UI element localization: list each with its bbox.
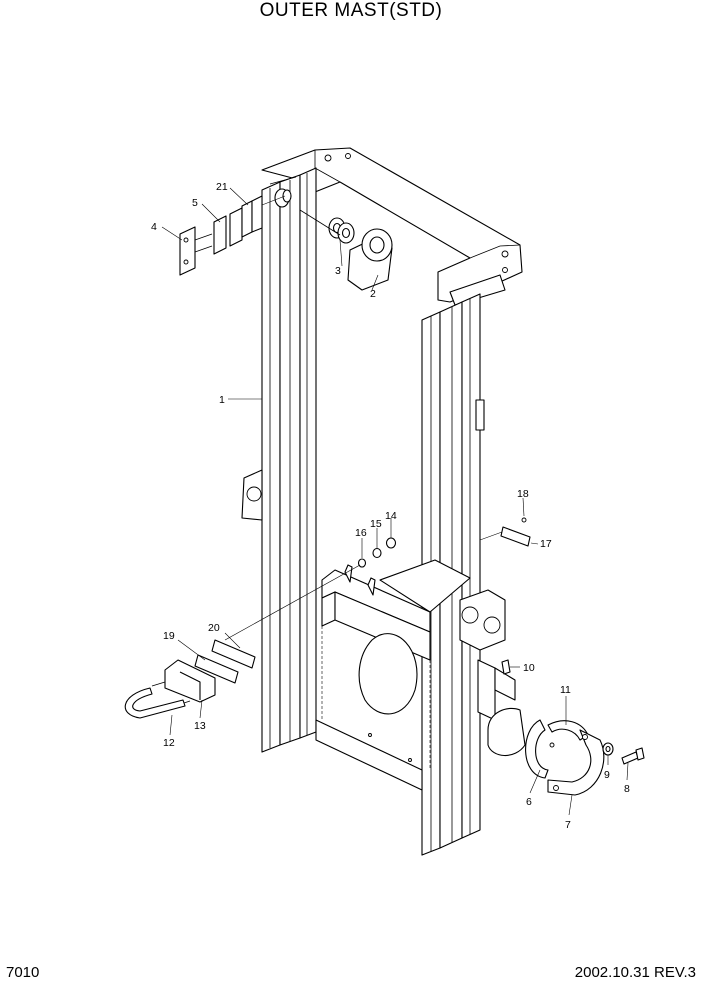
callout-21: 21 [216, 181, 228, 193]
callout-15: 15 [370, 518, 382, 530]
outer-mast-frame [241, 147, 526, 856]
callout-17: 17 [540, 538, 552, 550]
callout-4: 4 [151, 221, 157, 233]
u-bolt-bracket-parts [124, 639, 256, 719]
leader-lines [161, 187, 629, 816]
callout-18: 18 [517, 488, 529, 500]
callout-16: 16 [355, 527, 367, 539]
page-title: OUTER MAST(STD) [259, 0, 443, 21]
callout-2: 2 [370, 288, 376, 300]
callout-3: 3 [335, 265, 341, 277]
callout-8: 8 [624, 783, 630, 795]
callout-10: 10 [523, 662, 535, 674]
page-code: 7010 [6, 964, 40, 981]
callout-14: 14 [385, 510, 397, 522]
side-shim-plates [179, 195, 286, 276]
bolt-washer-nut-parts [224, 537, 397, 641]
trunnion-cap-parts [501, 659, 645, 796]
revision-date: 2002.10.31 REV.3 [574, 964, 696, 981]
callout-6: 6 [526, 796, 532, 808]
callout-labels: 1 2 3 4 5 21 16 15 14 18 17 10 11 6 7 9 … [151, 181, 630, 831]
callout-9: 9 [604, 769, 610, 781]
callout-19: 19 [163, 630, 175, 642]
roller-bearing-parts [269, 176, 393, 291]
callout-1: 1 [219, 394, 225, 406]
callout-11: 11 [560, 684, 571, 696]
callout-12: 12 [163, 737, 175, 749]
name-plate-parts [479, 517, 531, 547]
callout-7: 7 [565, 819, 571, 831]
callout-5: 5 [192, 197, 198, 209]
callout-13: 13 [194, 720, 206, 732]
callout-20: 20 [208, 622, 220, 634]
